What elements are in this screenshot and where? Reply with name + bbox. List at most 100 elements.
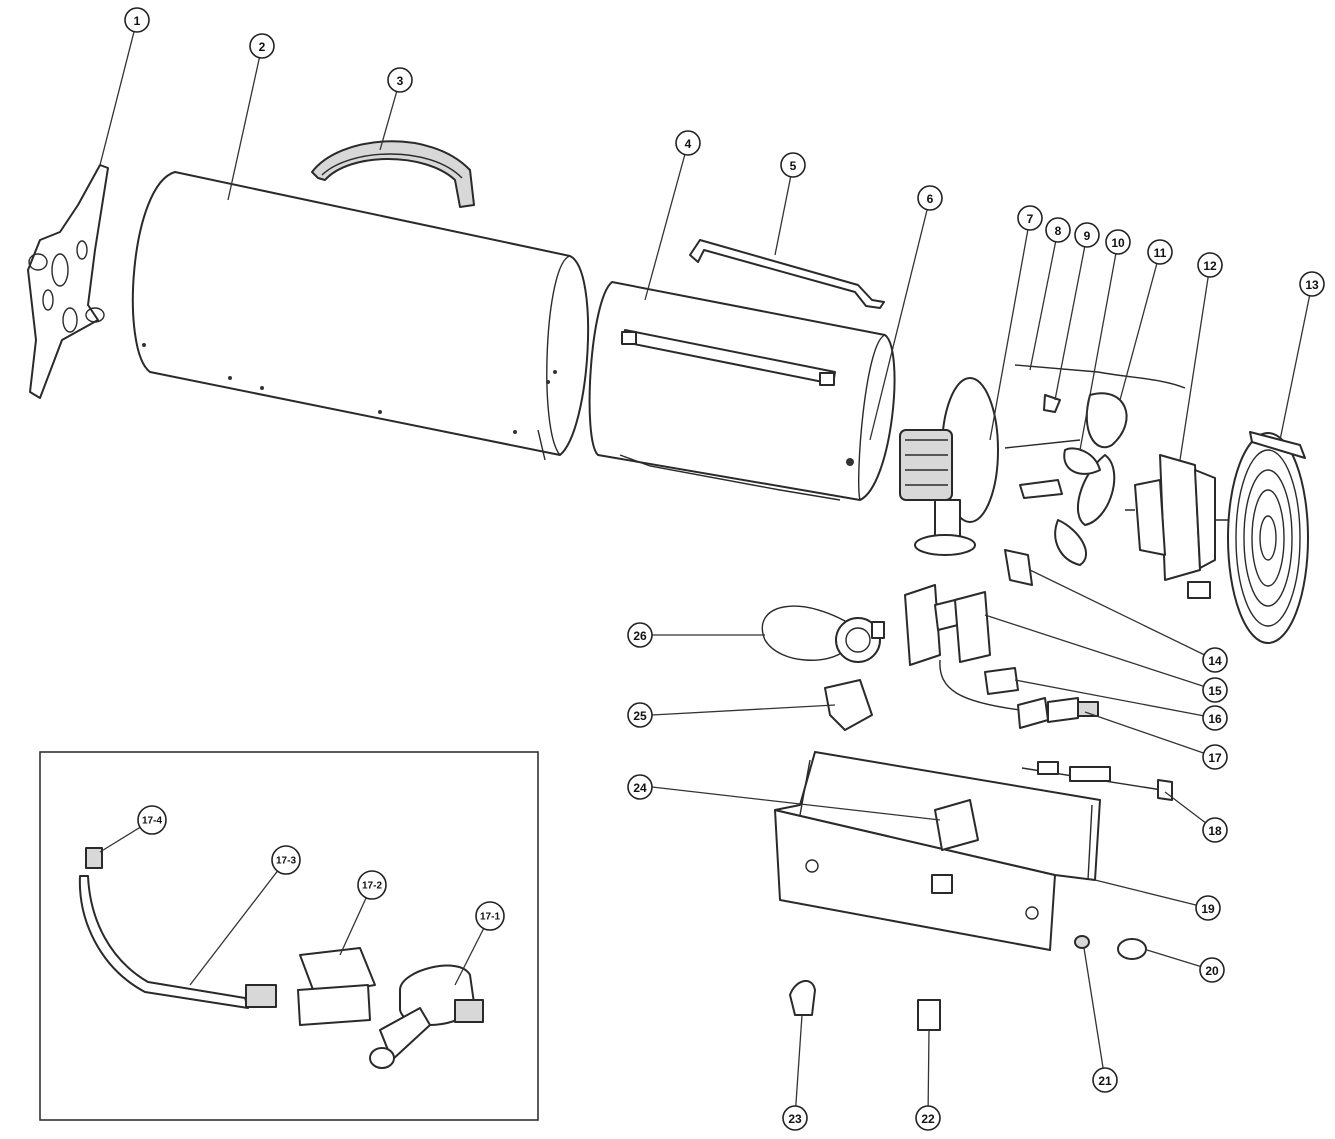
- callout-label: 24: [633, 781, 647, 795]
- part-25-regulator: [824, 679, 873, 731]
- callout-circle: [1105, 229, 1131, 255]
- callout-17-1: 17-1: [475, 901, 505, 931]
- callout-label: 17: [1208, 751, 1222, 765]
- callout-label: 2: [259, 40, 266, 54]
- callout-label: 25: [633, 709, 647, 723]
- callout-circle: [782, 1105, 808, 1131]
- callout-circle: [1202, 744, 1228, 770]
- callout-label: 22: [921, 1112, 935, 1126]
- callout-circle: [271, 845, 301, 875]
- callout-circle: [627, 702, 653, 728]
- callout-circle: [137, 805, 167, 835]
- callout-22: 22: [915, 1105, 941, 1131]
- callout-17-2: 17-2: [357, 870, 387, 900]
- callout-13: 13: [1299, 271, 1325, 297]
- part-5-top-bracket: [689, 239, 885, 309]
- callout-circle: [1202, 817, 1228, 843]
- callout-circle: [627, 774, 653, 800]
- callout-label: 8: [1055, 224, 1062, 238]
- callout-19: 19: [1195, 895, 1221, 921]
- callout-20: 20: [1199, 957, 1225, 983]
- callout-circle: [1195, 895, 1221, 921]
- callout-circle: [915, 1105, 941, 1131]
- part-16-17-valve-assembly: [939, 659, 1099, 729]
- callout-circle: [1202, 677, 1228, 703]
- callout-3: 3: [387, 67, 413, 93]
- callout-9: 9: [1074, 222, 1100, 248]
- callout-8: 8: [1045, 217, 1071, 243]
- callout-circle: [1202, 647, 1228, 673]
- callout-circle: [1074, 222, 1100, 248]
- callout-12: 12: [1197, 252, 1223, 278]
- callout-24: 24: [627, 774, 653, 800]
- callout-label: 11: [1154, 246, 1167, 260]
- callout-label: 15: [1208, 684, 1222, 698]
- callout-circle: [475, 901, 505, 931]
- callout-circle: [1197, 252, 1223, 278]
- callout-18: 18: [1202, 817, 1228, 843]
- callout-label: 16: [1208, 712, 1222, 726]
- part-26-hose: [761, 605, 885, 663]
- callout-label: 3: [397, 74, 404, 88]
- part-4-inner-cylinder: [588, 281, 896, 501]
- callout-7: 7: [1017, 205, 1043, 231]
- callout-23: 23: [782, 1105, 808, 1131]
- part-3-handle: [311, 140, 475, 208]
- callout-11: 11: [1147, 239, 1173, 265]
- callout-21: 21: [1092, 1067, 1118, 1093]
- callout-25: 25: [627, 702, 653, 728]
- callout-circle: [124, 7, 150, 33]
- callout-14: 14: [1202, 647, 1228, 673]
- callout-circle: [917, 185, 943, 211]
- callout-circle: [1092, 1067, 1118, 1093]
- part-12-motor: [1125, 454, 1228, 581]
- callout-2: 2: [249, 33, 275, 59]
- callout-label: 18: [1208, 824, 1222, 838]
- callout-circle: [780, 152, 806, 178]
- callout-label: 6: [927, 192, 934, 206]
- callout-17-3: 17-3: [271, 845, 301, 875]
- part-6-burner-assembly: [899, 377, 999, 556]
- callout-circle: [675, 130, 701, 156]
- part-20-23-fittings: [789, 935, 1147, 1031]
- part-11-fan-blade: [1054, 392, 1128, 566]
- callout-label: 17-2: [362, 881, 382, 892]
- callout-label: 14: [1208, 654, 1222, 668]
- part-15-mount-bracket: [904, 584, 991, 666]
- leader-lines: [99, 19, 1313, 1119]
- part-1-rear-guard: [27, 164, 109, 399]
- inset-frame: [39, 751, 539, 1121]
- callout-label: 7: [1027, 212, 1034, 226]
- part-19-base: [774, 751, 1101, 951]
- callout-circle: [1017, 205, 1043, 231]
- callout-label: 20: [1205, 964, 1219, 978]
- callout-circle: [1299, 271, 1325, 297]
- callout-circle: [627, 622, 653, 648]
- callout-label: 21: [1098, 1074, 1112, 1088]
- part-13-front-guard: [1187, 431, 1309, 644]
- callout-5: 5: [780, 152, 806, 178]
- callout-label: 1: [134, 14, 141, 28]
- callout-circle: [357, 870, 387, 900]
- callout-17: 17: [1202, 744, 1228, 770]
- callout-6: 6: [917, 185, 943, 211]
- callout-circle: [1147, 239, 1173, 265]
- callout-label: 17-1: [480, 912, 500, 923]
- callout-label: 17-3: [276, 856, 296, 867]
- callout-label: 23: [788, 1112, 802, 1126]
- callout-circle: [249, 33, 275, 59]
- part-2-outer-cylinder: [131, 171, 590, 461]
- part-8-10-sensors: [1004, 364, 1186, 586]
- callout-circle: [387, 67, 413, 93]
- callout-17-4: 17-4: [137, 805, 167, 835]
- callout-label: 10: [1111, 236, 1125, 250]
- callout-label: 4: [685, 137, 692, 151]
- callout-circle: [1199, 957, 1225, 983]
- callout-label: 12: [1203, 259, 1217, 273]
- callout-15: 15: [1202, 677, 1228, 703]
- callout-label: 9: [1084, 229, 1091, 243]
- part-24-knob: [934, 799, 979, 851]
